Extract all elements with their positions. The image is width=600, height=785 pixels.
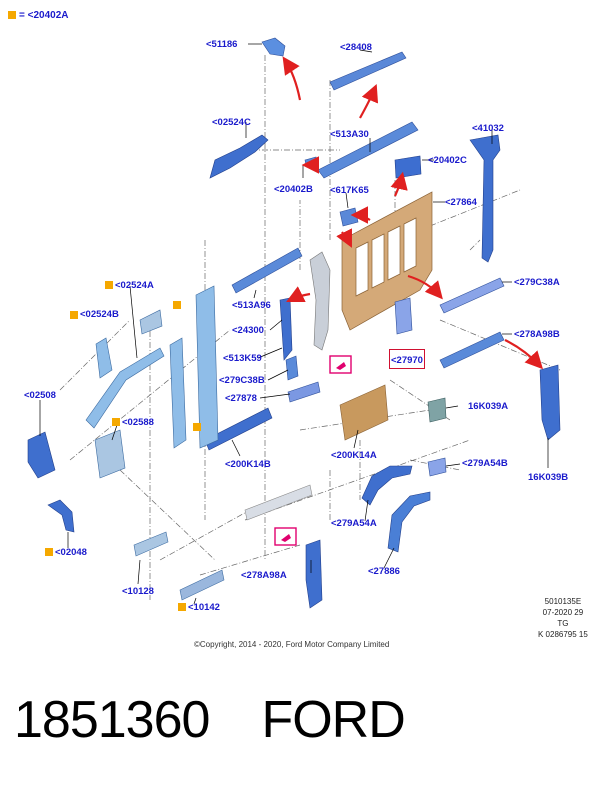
part-24300 — [309, 251, 331, 351]
part-a-pillar-left — [169, 285, 219, 449]
label-278A98A: <278A98A — [241, 570, 287, 581]
label-24300: <24300 — [232, 325, 264, 336]
label-513A96: <513A96 — [232, 300, 271, 311]
part-10142 — [179, 569, 225, 601]
part-278A98B — [439, 331, 505, 369]
part-513A30 — [317, 121, 419, 179]
label-279A54B: <279A54B — [462, 458, 508, 469]
part-27886 — [387, 491, 431, 553]
caption: 1851360 FORD — [14, 690, 406, 750]
label-16K039B: 16K039B — [528, 472, 569, 483]
brand-name: FORD — [261, 691, 405, 749]
diagram-meta: 5010135E 07-2020 29 TG K 0286795 15 — [538, 596, 588, 640]
label-20402C: <20402C — [428, 155, 467, 166]
parts-diagram — [27, 37, 561, 609]
meta-line-2: 07-2020 29 — [542, 608, 584, 617]
copyright-notice: ©Copyright, 2014 - 2020, Ford Motor Comp… — [194, 640, 390, 649]
label-27970: <27970 — [391, 355, 423, 366]
part-number: 1851360 — [14, 691, 210, 749]
part-200K14B — [204, 407, 273, 451]
part-02588 — [94, 429, 126, 479]
label-279C38A: <279C38A — [514, 277, 560, 288]
label-02524B: <02524B — [80, 309, 119, 320]
label-28408: <28408 — [340, 42, 372, 53]
part-41032 — [469, 134, 501, 263]
part-27878 — [287, 381, 321, 403]
label-51186: <51186 — [206, 39, 238, 50]
marker-02524B — [70, 311, 78, 319]
marker-02588 — [112, 418, 120, 426]
highlight-icon-1 — [329, 355, 352, 374]
part-278A98A — [305, 539, 323, 609]
part-617K65 — [339, 207, 359, 227]
label-16K039A: 16K039A — [468, 401, 509, 412]
label-279A54A: <279A54A — [331, 518, 377, 529]
label-02048: <02048 — [55, 547, 87, 558]
marker-02524A — [105, 281, 113, 289]
label-513K59: <513K59 — [223, 353, 262, 364]
label-02588: <02588 — [122, 417, 154, 428]
part-20402B — [304, 156, 318, 166]
part-513A96 — [231, 247, 303, 294]
label-02508: <02508 — [24, 390, 56, 401]
label-02524A: <02524A — [115, 280, 154, 291]
part-02048 — [47, 499, 75, 533]
highlight-27970: <27970 — [389, 349, 425, 369]
label-617K65: <617K65 — [330, 185, 369, 196]
part-28408 — [329, 51, 407, 91]
meta-line-3: TG — [557, 619, 569, 628]
label-278A98B: <278A98B — [514, 329, 560, 340]
label-20402B: <20402B — [274, 184, 313, 195]
part-200K14A — [339, 384, 389, 441]
part-16K039A — [427, 397, 447, 423]
part-16K039B — [539, 364, 561, 441]
part-sill-grey — [244, 484, 313, 521]
part-279C38A — [439, 277, 505, 314]
part-27970 — [394, 297, 413, 335]
legend-text: = <20402A — [19, 10, 69, 21]
part-27864 — [341, 191, 433, 331]
part-279A54A — [361, 465, 413, 506]
label-10128: <10128 — [122, 586, 154, 597]
label-27886: <27886 — [368, 566, 400, 577]
label-27864: <27864 — [445, 197, 477, 208]
part-279A54B — [427, 457, 447, 477]
label-200K14B: <200K14B — [225, 459, 271, 470]
part-02524A — [85, 347, 165, 429]
marker-pillar — [193, 423, 201, 431]
part-279C38B — [285, 355, 299, 381]
part-02508 — [27, 431, 56, 479]
leader-lines — [39, 43, 549, 605]
part-513K59 — [279, 297, 293, 361]
part-bracket-left — [139, 309, 163, 335]
label-02524C: <02524C — [212, 117, 251, 128]
label-10142: <10142 — [188, 602, 220, 613]
label-27878: <27878 — [225, 393, 257, 404]
marker-10142 — [178, 603, 186, 611]
part-02524B — [95, 337, 113, 379]
red-arrows — [282, 56, 544, 370]
legend-marker — [8, 11, 16, 19]
label-200K14A: <200K14A — [331, 450, 377, 461]
marker-02048 — [45, 548, 53, 556]
highlight-icon-2 — [274, 527, 297, 546]
part-02524C — [209, 134, 269, 179]
part-20402C — [394, 155, 422, 179]
label-279C38B: <279C38B — [219, 375, 265, 386]
part-10128 — [133, 531, 169, 557]
label-513A30: <513A30 — [330, 129, 369, 140]
label-41032: <41032 — [472, 123, 504, 134]
part-51186 — [261, 37, 286, 57]
construction-lines — [59, 55, 561, 600]
legend: = <20402A — [8, 10, 69, 21]
meta-line-4: K 0286795 15 — [538, 630, 588, 639]
meta-line-1: 5010135E — [544, 597, 582, 606]
marker-bracket — [173, 301, 181, 309]
